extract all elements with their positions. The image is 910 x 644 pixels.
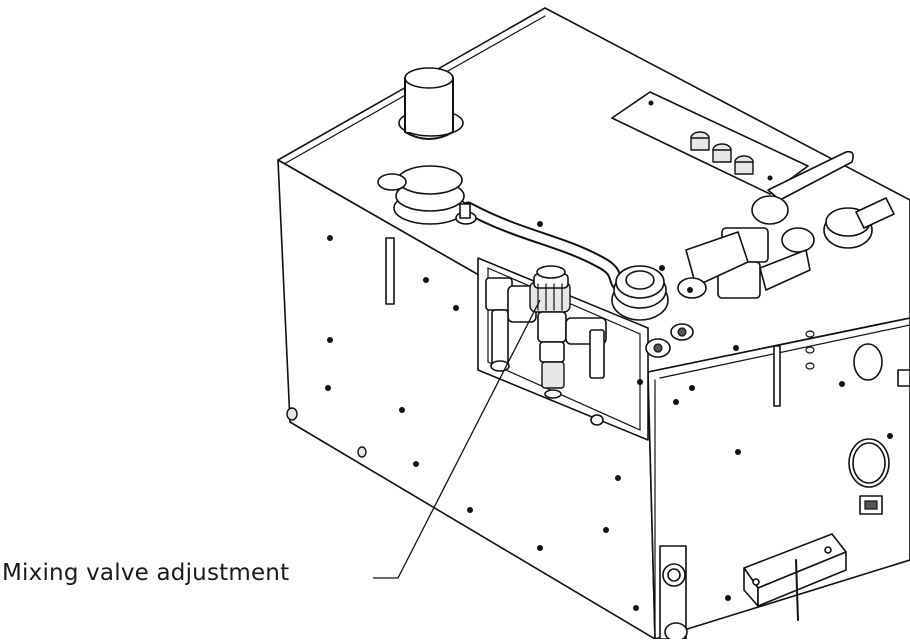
- mounting-bracket: [743, 533, 847, 621]
- ball-valve-assembly: [677, 150, 895, 299]
- callout-leader-line: [373, 299, 541, 579]
- front-panel-details: [633, 330, 910, 611]
- left-foot-bolt: [286, 407, 298, 421]
- hose: [455, 201, 627, 293]
- left-panel-holes: [325, 221, 695, 551]
- top-fittings: [645, 323, 694, 358]
- bottom-ports: [659, 545, 688, 642]
- mixing-valve: [485, 265, 607, 426]
- fill-cap: [377, 165, 467, 225]
- vent-pipe: [398, 67, 464, 140]
- drain-fitting: [611, 265, 669, 321]
- callout-label: Mixing valve adjustment: [2, 560, 290, 586]
- left-slot: [385, 237, 395, 305]
- left-foot-bolt-2: [357, 446, 367, 458]
- control-plate: [611, 91, 809, 195]
